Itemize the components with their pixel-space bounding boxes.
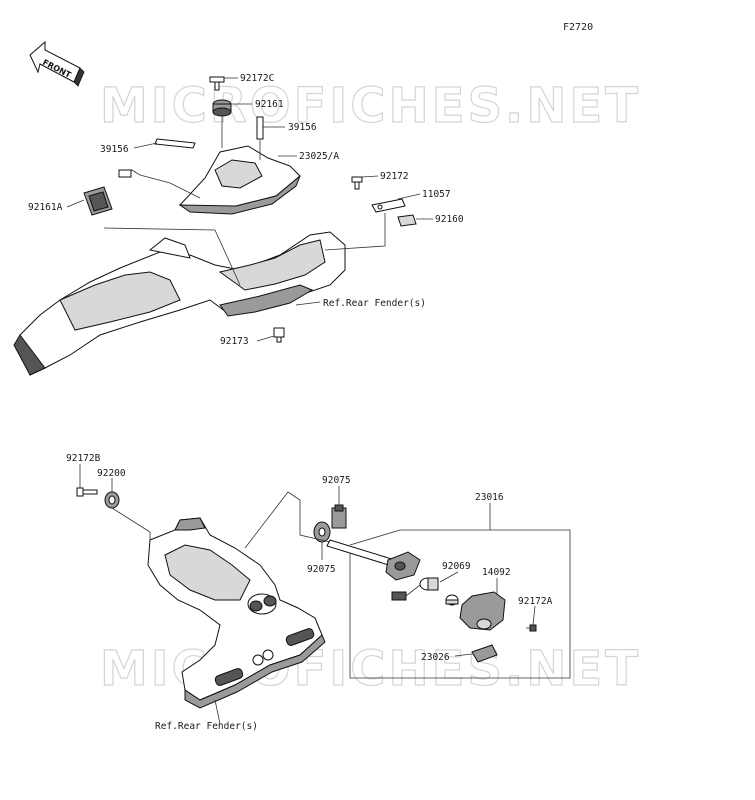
bolt-92172b-icon — [76, 487, 98, 497]
label-23016: 23016 — [475, 492, 504, 503]
pad-39156-right-icon — [256, 116, 264, 140]
label-92161: 92161 — [255, 99, 284, 110]
label-92075-top: 92075 — [322, 475, 351, 486]
bolt-92172c-icon — [209, 76, 225, 91]
label-92200: 92200 — [97, 468, 126, 479]
signal-stalk-23016-icon — [326, 539, 433, 601]
socket-92069-icon — [419, 577, 439, 591]
label-ref-rear-fender-bottom: Ref.Rear Fender(s) — [155, 721, 258, 732]
clip-92172-icon — [351, 176, 363, 190]
damper-92160-icon — [397, 214, 417, 227]
screw-92172a-icon — [526, 624, 537, 632]
tail-cover-23025-icon — [118, 145, 301, 215]
label-92172: 92172 — [380, 171, 409, 182]
label-14092: 14092 — [482, 567, 511, 578]
reflector-23026-icon — [471, 644, 498, 663]
diagram-code: F2720 — [563, 22, 593, 33]
grommet-92161-icon — [212, 99, 232, 117]
top-leaders — [66, 77, 433, 342]
watermark-top: MICROFICHES.NET — [100, 78, 641, 134]
license-bracket-icon — [147, 517, 326, 709]
label-92069: 92069 — [442, 561, 471, 572]
bracket-11057-icon — [371, 198, 406, 213]
grommet-92161a-icon — [83, 186, 113, 216]
label-92172b: 92172B — [66, 453, 101, 464]
label-92172a: 92172A — [518, 596, 553, 607]
lens-14092-icon — [459, 591, 506, 631]
label-92173: 92173 — [220, 336, 249, 347]
grommet-92075-bottom-icon — [313, 521, 331, 543]
bulb-icon — [445, 594, 459, 606]
label-23026: 23026 — [421, 652, 450, 663]
label-11057: 11057 — [422, 189, 451, 200]
pad-39156-left-icon — [154, 138, 196, 149]
watermark-bottom: MICROFICHES.NET — [100, 641, 641, 697]
label-92161a: 92161A — [28, 202, 63, 213]
front-arrow-icon: FRONT — [29, 40, 85, 87]
washer-92200-icon — [104, 491, 120, 509]
clip-92173-icon — [273, 327, 285, 343]
label-92075-bottom: 92075 — [307, 564, 336, 575]
label-ref-rear-fender-top: Ref.Rear Fender(s) — [323, 298, 426, 309]
grommet-92075-top-icon — [331, 504, 347, 529]
label-92172c: 92172C — [240, 73, 274, 84]
label-23025a: 23025/A — [299, 151, 339, 162]
rear-undertray-icon — [13, 231, 346, 376]
bottom-leaders — [79, 464, 571, 725]
label-92160: 92160 — [435, 214, 464, 225]
label-39156-right: 39156 — [288, 122, 317, 133]
label-39156-left: 39156 — [100, 144, 129, 155]
